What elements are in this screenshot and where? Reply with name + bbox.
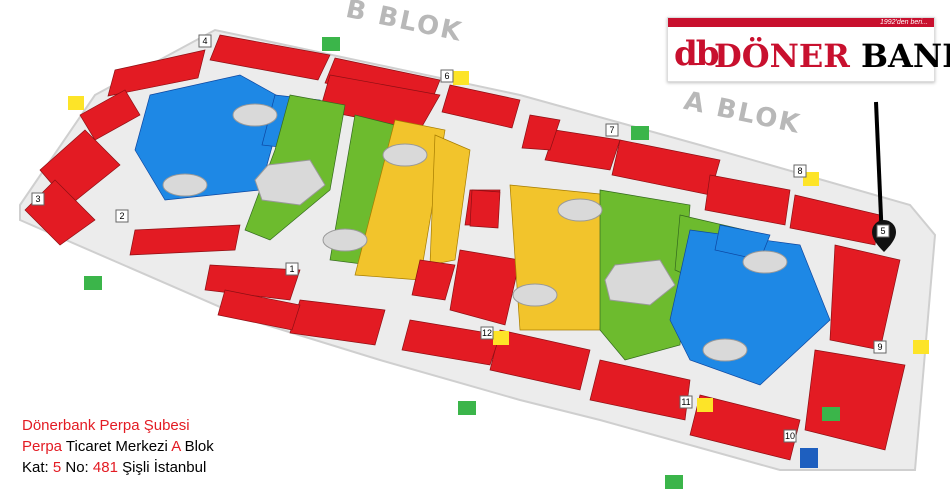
address-kat-label: Kat: (22, 459, 53, 476)
logo-brand-black: BANK (861, 37, 950, 75)
marker-6-box (440, 69, 454, 83)
marker-9-box (873, 340, 887, 354)
restroom-sign (800, 448, 818, 468)
donerbank-logo: 1992'den beri... db DÖNER BANK (667, 17, 950, 82)
marker-5: 5 (880, 226, 885, 236)
marker-1-box (285, 262, 299, 276)
marker-11: 11 (681, 397, 690, 407)
address-blok-letter: A (171, 438, 181, 455)
marker-6: 6 (444, 71, 449, 81)
logo-brand-red: DÖNER (714, 37, 850, 75)
location-arrow (874, 101, 884, 241)
marker-1: 1 (289, 264, 294, 274)
a-blok-pods (512, 198, 788, 362)
marker-4: 4 (202, 36, 207, 46)
marker-11-box (679, 395, 693, 409)
branch-name: Dönerbank Perpa Şubesi (22, 417, 190, 434)
address-line-2: Perpa Ticaret Merkezi A Blok (22, 436, 214, 457)
marker-12: 12 (482, 328, 492, 338)
a-blok-red-shops (401, 114, 906, 461)
address-line-3: Kat: 5 No: 481 Şişli İstanbul (22, 457, 214, 478)
marker-7: 7 (609, 125, 614, 135)
logo-top-bar: 1992'den beri... (668, 18, 934, 27)
address-no-label: No: (61, 459, 93, 476)
logo-tagline: 1992'den beri... (879, 19, 928, 26)
address-city: Şişli İstanbul (117, 459, 207, 476)
b-blok-pods (162, 103, 428, 252)
marker-4-box (198, 34, 212, 48)
marker-12-box (480, 326, 494, 340)
logo-brand: DÖNER BANK (714, 37, 950, 75)
marker-10-box (783, 429, 797, 443)
marker-10: 10 (785, 431, 795, 441)
address-tm: Ticaret Merkezi (62, 438, 172, 455)
address-blok: Blok (180, 438, 214, 455)
b-blok-red-shops (24, 34, 521, 346)
marker-8-box (793, 164, 807, 178)
address-no-value: 481 (92, 459, 118, 476)
address-perpa: Perpa (22, 438, 63, 455)
marker-3-box (31, 192, 45, 206)
address-line-1: Dönerbank Perpa Şubesi (22, 415, 214, 436)
marker-3: 3 (35, 194, 40, 204)
marker-2-box (115, 209, 129, 223)
elevator-signs (68, 71, 929, 412)
exit-signs (84, 37, 840, 489)
marker-9: 9 (877, 342, 882, 352)
center-red-shop (469, 189, 501, 229)
marker-7-box (605, 123, 619, 137)
logo-mark: db (674, 34, 720, 74)
marker-5-box (876, 224, 890, 238)
address-kat-value: 5 (52, 459, 62, 476)
marker-8: 8 (797, 166, 802, 176)
address-block: Dönerbank Perpa Şubesi Perpa Ticaret Mer… (22, 415, 214, 478)
marker-2: 2 (119, 211, 124, 221)
